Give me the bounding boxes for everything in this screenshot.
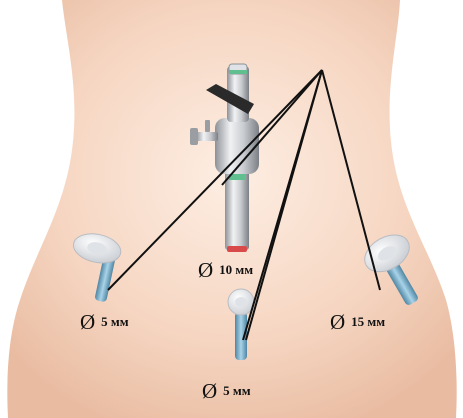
label-center-10mm: Ø 10 мм — [198, 262, 253, 278]
label-right-15mm: Ø 15 мм — [330, 314, 385, 330]
diameter-symbol: Ø — [80, 314, 95, 330]
label-text: 10 мм — [219, 262, 253, 278]
diameter-symbol: Ø — [202, 383, 217, 399]
label-lower-5mm: Ø 5 мм — [202, 383, 251, 399]
diameter-symbol: Ø — [198, 262, 213, 278]
label-left-5mm: Ø 5 мм — [80, 314, 129, 330]
label-text: 5 мм — [223, 383, 250, 399]
label-text: 15 мм — [351, 314, 385, 330]
label-text: 5 мм — [101, 314, 128, 330]
diameter-symbol: Ø — [330, 314, 345, 330]
